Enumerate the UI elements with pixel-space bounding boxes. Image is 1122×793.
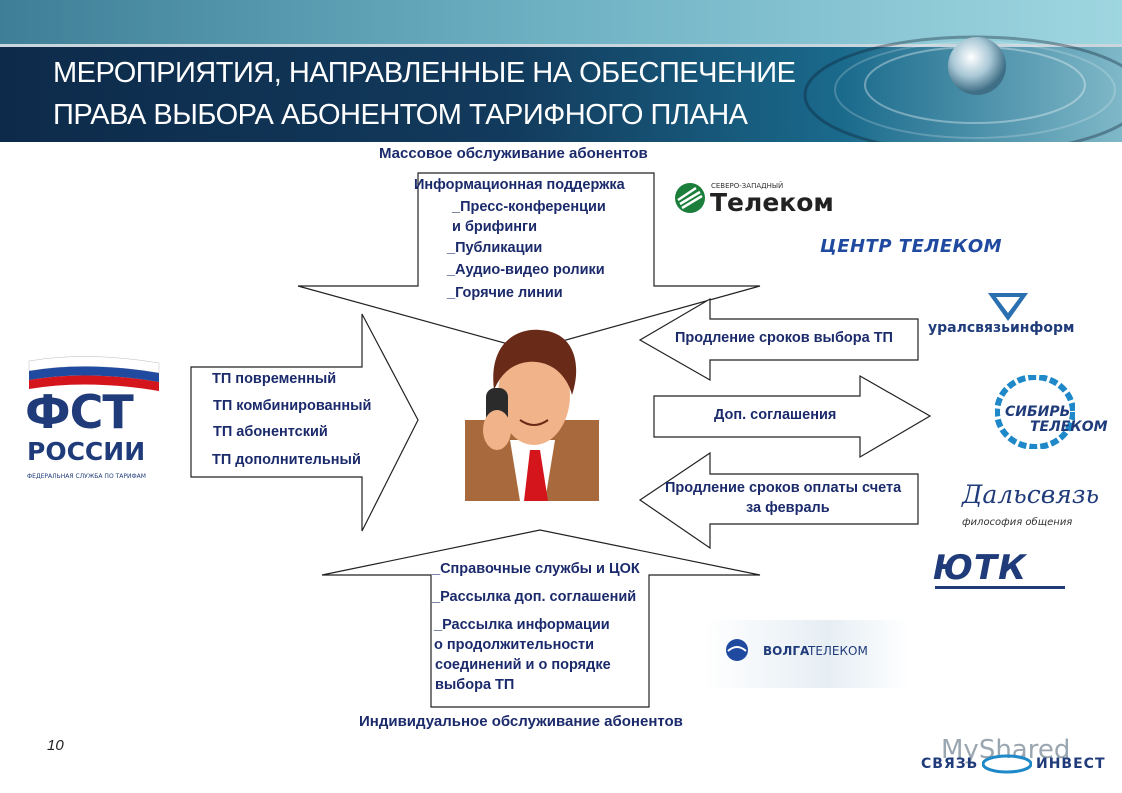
left-item-2: ТП комбинированный: [213, 398, 372, 414]
header-divider: [0, 44, 1122, 47]
operator-illustration: [465, 329, 599, 501]
fst-logo: ФСТ РОССИИ ФЕДЕРАЛЬНАЯ СЛУЖБА ПО ТАРИФАМ: [25, 355, 162, 485]
ural-logo-text: уралсвязьинформ: [928, 320, 1075, 336]
right-top-text: Продление сроков выбора ТП: [675, 330, 893, 346]
header-banner: МЕРОПРИЯТИЯ, НАПРАВЛЕННЫЕ НА ОБЕСПЕЧЕНИЕ…: [0, 0, 1122, 142]
page-number: 10: [47, 737, 64, 754]
top-arrow: [297, 172, 761, 351]
sibir-text-1: СИБИРЬ: [1005, 404, 1071, 420]
right-bottom-text-1: Продление сроков оплаты счета: [665, 480, 902, 496]
top-item-2: и брифинги: [452, 219, 537, 235]
header-top-band: [0, 0, 1122, 44]
bottom-item-6: выбора ТП: [435, 677, 515, 693]
info-support-heading: Информационная поддержка: [414, 177, 625, 193]
russian-flag-icon: [28, 356, 160, 391]
dalsvyaz-sub: философия общения: [962, 517, 1073, 528]
bottom-item-2: _Рассылка доп. соглашений: [432, 589, 637, 605]
dalsvyaz-logo: Дальсвязь: [962, 480, 1100, 509]
mass-service-label: Массовое обслуживание абонентов: [379, 145, 648, 162]
svyazinvest-emblem-icon: [982, 754, 1032, 774]
title-line-1: МЕРОПРИЯТИЯ, НАПРАВЛЕННЫЕ НА ОБЕСПЕЧЕНИЕ: [53, 57, 796, 89]
nw-telecom-small: СЕВЕРО-ЗАПАДНЫЙ: [711, 182, 784, 190]
sibir-text-2: ТЕЛЕКОМ: [1030, 419, 1108, 435]
bottom-item-3: _Рассылка информации: [434, 617, 610, 633]
page-title: МЕРОПРИЯТИЯ, НАПРАВЛЕННЫЕ НА ОБЕСПЕЧЕНИЕ…: [53, 52, 813, 136]
volga-text-2: ТЕЛЕКОМ: [808, 644, 868, 658]
title-line-2: ПРАВА ВЫБОРА АБОНЕНТОМ ТАРИФНОГО ПЛАНА: [53, 99, 748, 131]
center-telecom-logo: ЦЕНТР ТЕЛЕКОМ: [820, 236, 1003, 257]
volga-telecom-logo: ВОЛГА ТЕЛЕКОМ: [705, 620, 910, 688]
right-middle-text: Доп. соглашения: [714, 407, 837, 423]
top-item-3: _Публикации: [447, 240, 543, 256]
ural-emblem-icon: [988, 293, 1028, 321]
right-bottom-text-2: за февраль: [746, 500, 830, 516]
utk-underline: [935, 586, 1065, 589]
top-item-4: _Аудио-видео ролики: [447, 262, 605, 278]
fst-caption: ФЕДЕРАЛЬНАЯ СЛУЖБА ПО ТАРИФАМ: [27, 473, 146, 480]
header-swirl-graphic: [803, 35, 1122, 142]
bottom-arrow: [321, 529, 761, 708]
watermark-text: MyShared: [941, 735, 1071, 765]
sphere-icon: [948, 37, 1006, 95]
fst-main-text: ФСТ: [25, 385, 134, 439]
left-item-3: ТП абонентский: [213, 424, 328, 440]
right-arrow-top: [638, 297, 919, 382]
top-item-5: _Горячие линии: [447, 285, 563, 301]
bottom-item-5: соединений и о порядке: [435, 657, 611, 673]
right-arrow-bottom: [638, 451, 919, 550]
nw-telecom-logo: СЕВЕРО-ЗАПАДНЫЙ Телеком: [674, 182, 834, 217]
nw-telecom-main: Телеком: [710, 188, 834, 217]
svyazinvest-text-2: ИНВЕСТ: [1036, 756, 1106, 772]
volga-emblem-icon: [726, 639, 748, 661]
fst-sub-text: РОССИИ: [27, 437, 146, 466]
left-item-4: ТП дополнительный: [212, 452, 361, 468]
left-arrow: [190, 313, 419, 532]
volga-text-1: ВОЛГА: [763, 644, 810, 658]
top-item-1: _Пресс-конференции: [452, 199, 606, 215]
right-arrow-middle: [653, 374, 932, 459]
bottom-item-1: _Справочные службы и ЦОК: [432, 561, 640, 577]
utk-logo: ЮТК: [933, 548, 1027, 588]
individual-service-label: Индивидуальное обслуживание абонентов: [359, 713, 683, 730]
sibir-telecom-emblem-icon: [995, 375, 1075, 449]
bottom-item-4: о продолжительности: [434, 637, 595, 653]
left-item-1: ТП повременный: [212, 371, 337, 387]
nw-telecom-emblem-icon: [675, 183, 705, 213]
svyazinvest-text-1: СВЯЗЬ: [921, 756, 979, 772]
